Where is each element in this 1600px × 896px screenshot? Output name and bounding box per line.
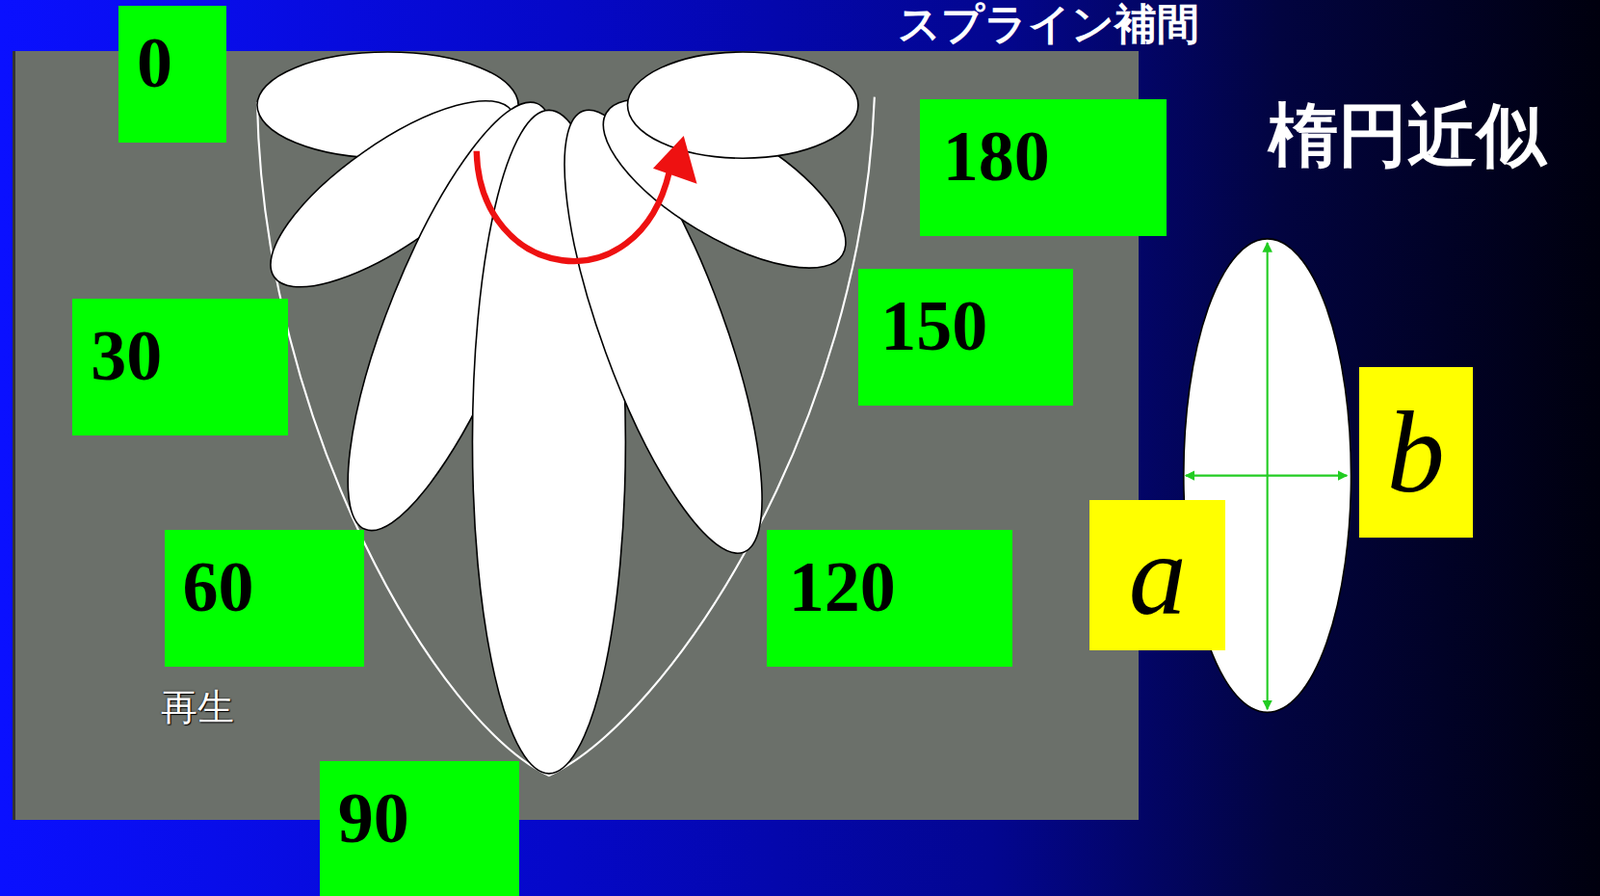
angle-box: 60 [164, 529, 366, 667]
angle-box: 180 [919, 99, 1166, 237]
angle-number: 120 [788, 529, 896, 623]
angle-number: 150 [880, 268, 988, 362]
minor-axis [1185, 474, 1347, 477]
angle-number: 180 [943, 99, 1050, 192]
angle-box: 90 [319, 760, 521, 896]
rotation-arrowhead [653, 135, 698, 184]
yellow-label: a [1089, 499, 1226, 651]
angle-box: 30 [72, 298, 289, 436]
angle-number: 0 [136, 5, 173, 99]
angle-number: 30 [90, 298, 162, 392]
angle-box: 0 [118, 5, 227, 143]
yellow-label: b [1359, 367, 1473, 538]
title: スプライン補間 [897, 1, 1200, 47]
rotation-arrow [476, 151, 670, 262]
petal-180 [627, 52, 858, 158]
angle-number: 90 [338, 760, 410, 854]
playback-label: 再生 [160, 685, 235, 731]
axis-letter: a [1128, 517, 1187, 633]
caption-text: 楕円近似 [1268, 93, 1547, 177]
angle-box: 120 [766, 529, 1013, 667]
angle-number: 60 [183, 529, 255, 623]
axis-letter: b [1387, 394, 1445, 511]
angle-box: 150 [858, 268, 1075, 406]
